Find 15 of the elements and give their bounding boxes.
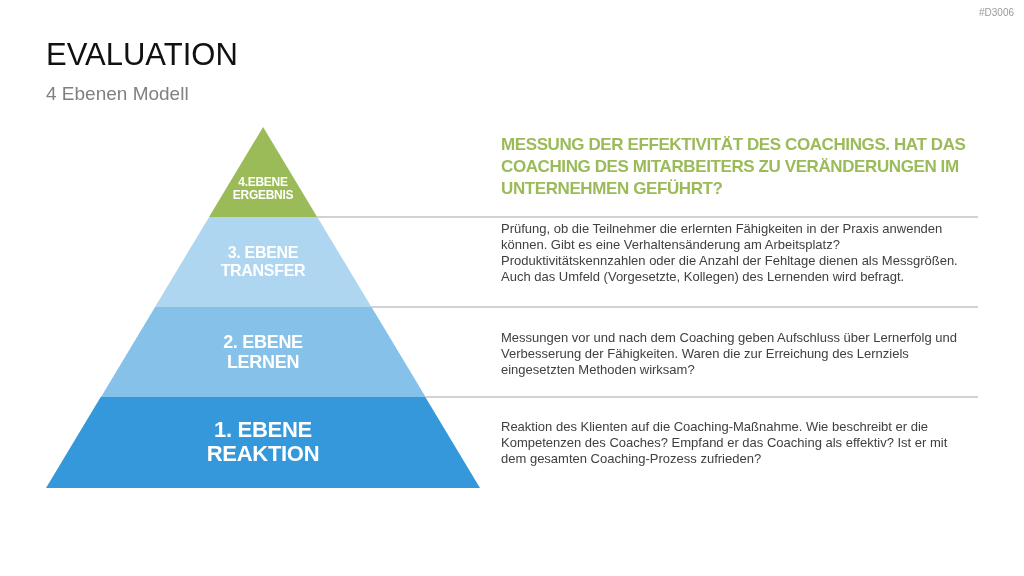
- tier-label: 3. EBENE TRANSFER: [219, 244, 307, 280]
- slide-code: #D3006: [978, 7, 1014, 19]
- tier-label: 1. EBENE REAKTION: [205, 418, 321, 466]
- level-description: Messungen vor und nach dem Coaching geben Aufschluss über Lernerfolg und Verbesserung der Fähigkeiten. Waren die zur Erreichung des Lernziels eingesetzten Methoden wirksam?: [501, 330, 959, 378]
- pyramid-tier: [100, 307, 426, 397]
- pyramid-tier: [46, 397, 480, 488]
- slide-title: EVALUATION: [46, 36, 238, 74]
- tier-label: 4.EBENE ERGEBNIS: [231, 176, 295, 202]
- level-heading: MESSUNG DER EFFEKTIVITÄT DES COACHINGS. HAT DAS COACHING DES MITARBEITERS ZU VERÄNDERUNGEN IM UNTERNEHMEN GEFÜHRT?: [501, 134, 967, 200]
- tier-label: 2. EBENE LERNEN: [222, 332, 304, 372]
- pyramid-tier: [208, 127, 318, 217]
- pyramid-tier: [154, 217, 372, 307]
- level-description: Reaktion des Klienten auf die Coaching-Maßnahme. Wie beschreibt er die Kompetenzen des Coaches? Empfand er das Coaching als effektiv? Ist er mit dem gesamten Coaching-Prozess zufrieden?: [501, 419, 949, 467]
- level-description: Prüfung, ob die Teilnehmer die erlernten Fähigkeiten in der Praxis anwenden können. Gibt es eine Verhaltensänderung am Arbeitsplatz? Produktivitätskennzahlen oder die Anzahl der Fehltage dienen als Messgrößen. Auch das Umfeld (Vorgesetzte, Kollegen) des Lernenden wird befragt.: [501, 221, 959, 285]
- slide-subtitle: 4 Ebenen Modell: [46, 82, 189, 106]
